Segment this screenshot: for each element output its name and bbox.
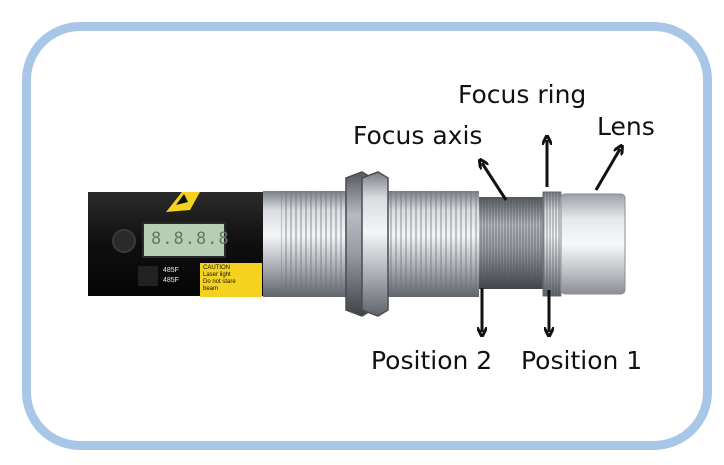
side-text: 485F 485F	[163, 267, 179, 284]
focus-ring-part	[542, 191, 562, 297]
label-focus-ring: Focus ring	[458, 80, 587, 109]
hex-nuts	[345, 171, 389, 317]
arrow-lens	[594, 149, 620, 191]
label-position-2: Position 2	[371, 346, 493, 375]
lcd-screen	[142, 222, 226, 258]
sensor-body	[88, 192, 264, 297]
label-lens: Lens	[597, 112, 655, 141]
lens-part	[560, 193, 626, 295]
label-position-1: Position 1	[521, 346, 643, 375]
button-icon	[112, 229, 136, 253]
arrow-focus-axis	[482, 163, 508, 201]
caution-sticker	[200, 263, 262, 297]
annotation-arrows	[482, 140, 620, 332]
lcd-readout: 8.8.8.8	[151, 229, 230, 249]
caution-text: CAUTION Laser light Do not stare beam	[203, 265, 236, 292]
label-focus-axis: Focus axis	[353, 121, 483, 150]
focus-axis-part	[479, 197, 545, 289]
